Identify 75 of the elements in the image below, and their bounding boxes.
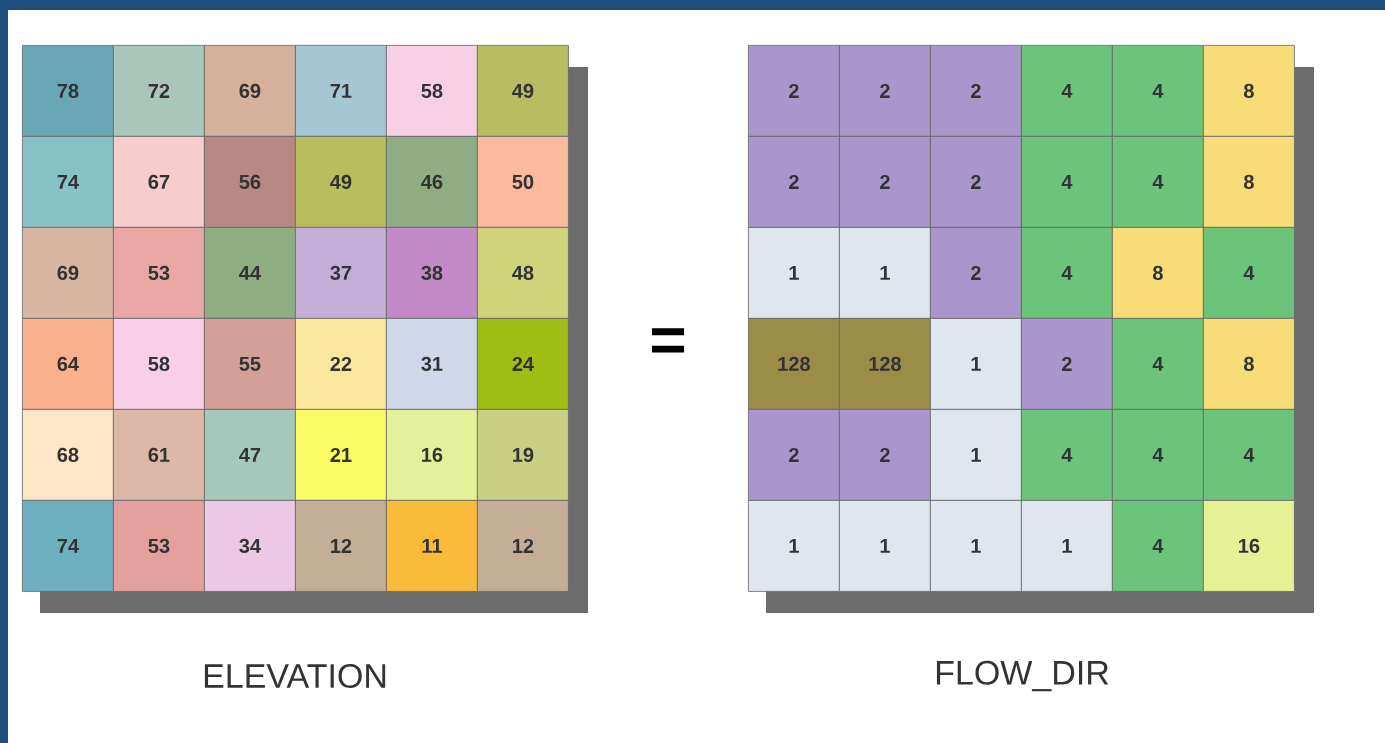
grid-cell: 8 — [1203, 45, 1295, 137]
grid-cell: 31 — [386, 318, 478, 410]
grid-cell: 8 — [1203, 136, 1295, 228]
grid-cell: 53 — [113, 227, 205, 319]
grid-cell: 1 — [1021, 500, 1113, 592]
grid-cell: 49 — [477, 45, 569, 137]
grid-cell: 8 — [1203, 318, 1295, 410]
grid-cell: 4 — [1203, 227, 1295, 319]
grid-cell: 4 — [1021, 227, 1113, 319]
grid-cell: 61 — [113, 409, 205, 501]
grid-cell: 47 — [204, 409, 296, 501]
grid-cell: 37 — [295, 227, 387, 319]
grid-cell: 4 — [1112, 318, 1204, 410]
grid-cell: 4 — [1112, 136, 1204, 228]
grid-cell: 49 — [295, 136, 387, 228]
grid-label: FLOW_DIR — [936, 660, 1109, 692]
grid-cell: 1 — [748, 500, 840, 592]
grid-cell: 72 — [113, 45, 205, 137]
grid-cell: 4 — [1112, 500, 1204, 592]
grid-cell: 19 — [477, 409, 569, 501]
grid-cell: 4 — [1203, 409, 1295, 501]
grid-cell: 8 — [1112, 227, 1204, 319]
grid-cell: 71 — [295, 45, 387, 137]
grid-cell: 58 — [386, 45, 478, 137]
grid-cell: 46 — [386, 136, 478, 228]
grid-cell: 74 — [22, 500, 114, 592]
grid-cell: 56 — [204, 136, 296, 228]
grid-cell: 34 — [204, 500, 296, 592]
grid-cell: 4 — [1112, 45, 1204, 137]
grid-cell: 4 — [1021, 136, 1113, 228]
grid-cell: 55 — [204, 318, 296, 410]
grid-cell: 2 — [748, 409, 840, 501]
grid-cell: 2 — [748, 136, 840, 228]
grid-cell: 1 — [839, 500, 931, 592]
grid-cell: 44 — [204, 227, 296, 319]
grid-cell: 22 — [295, 318, 387, 410]
grid-cell: 58 — [113, 318, 205, 410]
grid-cell: 128 — [839, 318, 931, 410]
grid-cell: 12 — [477, 500, 569, 592]
grid-cell: 1 — [839, 227, 931, 319]
grid-cell: 12 — [295, 500, 387, 592]
grid-cell: 16 — [386, 409, 478, 501]
grid-cell: 4 — [1021, 45, 1113, 137]
grid-cell: 68 — [22, 409, 114, 501]
grid-cell: 2 — [839, 45, 931, 137]
grid-cell: 11 — [386, 500, 478, 592]
grid-cell: 38 — [386, 227, 478, 319]
grid-cell: 24 — [477, 318, 569, 410]
grid-cell: 69 — [204, 45, 296, 137]
equals-sign: = — [651, 328, 685, 353]
grid-cell: 2 — [930, 136, 1022, 228]
grid-cell: 2 — [839, 136, 931, 228]
grid-cell: 1 — [930, 409, 1022, 501]
grid-cell: 128 — [748, 318, 840, 410]
grid-cell: 2 — [1021, 318, 1113, 410]
grid-cell: 1 — [930, 500, 1022, 592]
grid-cell: 48 — [477, 227, 569, 319]
grid-cell: 4 — [1021, 409, 1113, 501]
grid-cell: 2 — [930, 45, 1022, 137]
grid-cell: 4 — [1112, 409, 1204, 501]
grid-cell: 53 — [113, 500, 205, 592]
grid-cell: 64 — [22, 318, 114, 410]
grid-cell: 16 — [1203, 500, 1295, 592]
grid-cell: 21 — [295, 409, 387, 501]
grid-cell: 67 — [113, 136, 205, 228]
grid-cell: 50 — [477, 136, 569, 228]
grid-cell: 78 — [22, 45, 114, 137]
grid-cell: 74 — [22, 136, 114, 228]
grid-cell: 1 — [930, 318, 1022, 410]
grid-cell: 2 — [748, 45, 840, 137]
grid-cell: 2 — [930, 227, 1022, 319]
grid-cell: 2 — [839, 409, 931, 501]
grid-cell: 1 — [748, 227, 840, 319]
grid-label: ELEVATION — [204, 663, 386, 689]
grid-cell: 69 — [22, 227, 114, 319]
